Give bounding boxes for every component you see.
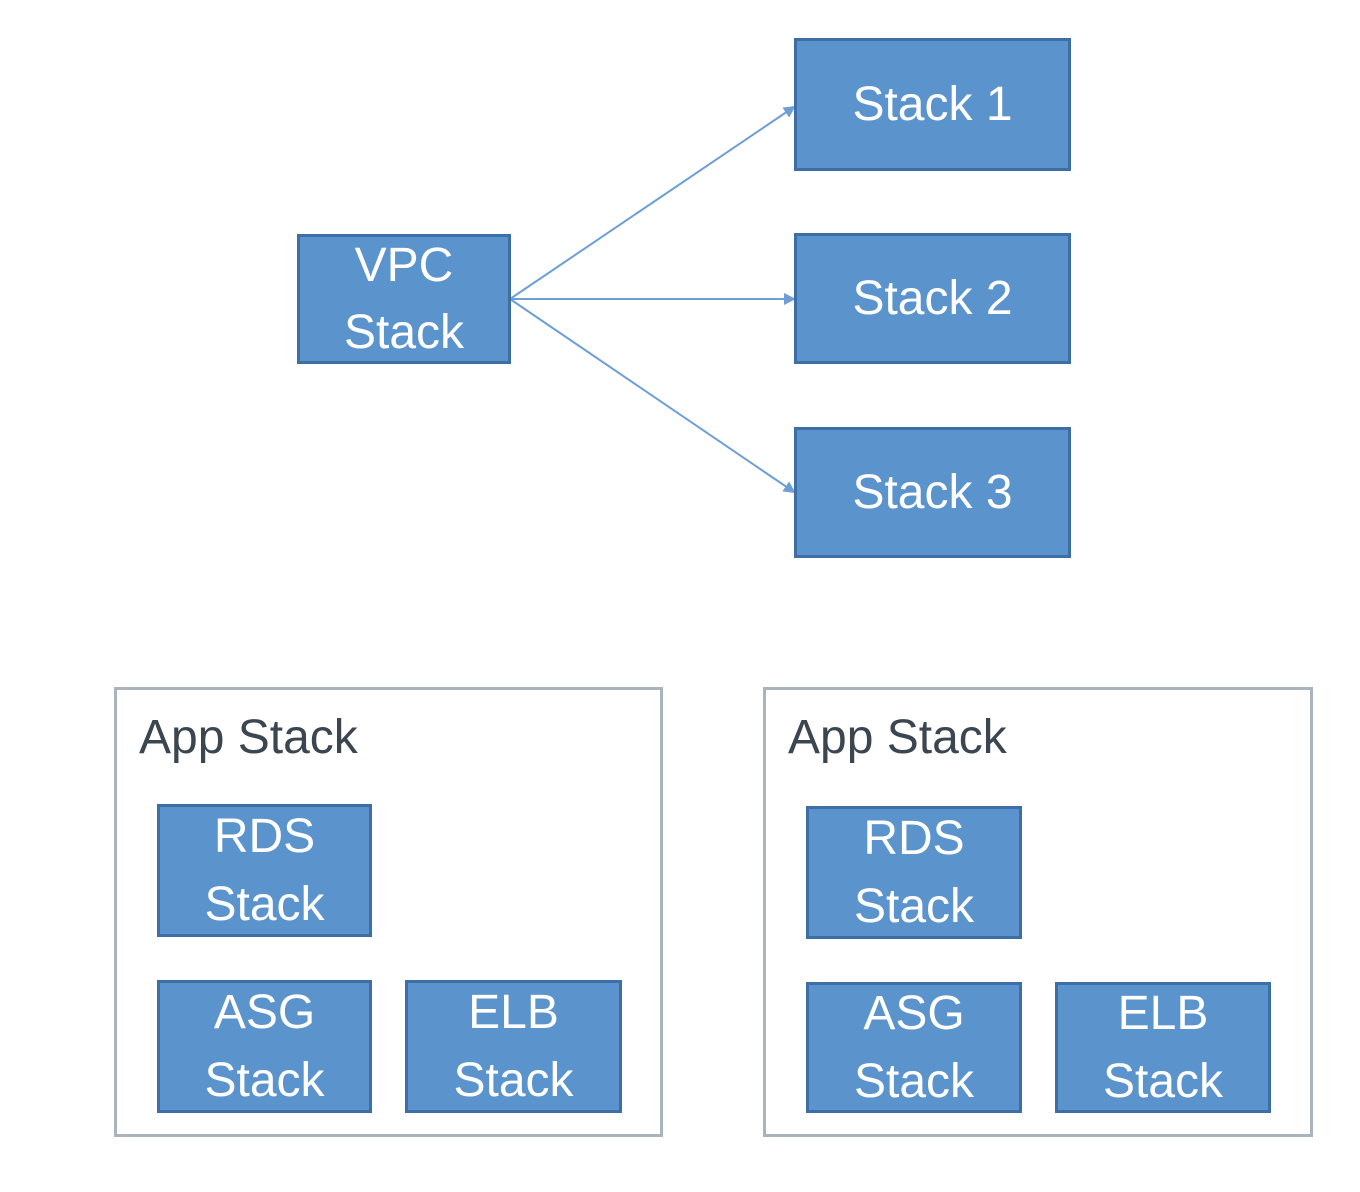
rds-stack-node-2: RDS Stack bbox=[806, 806, 1022, 939]
rds-stack-1-line2: Stack bbox=[204, 877, 325, 931]
arrow-vpc-to-stack-3 bbox=[509, 298, 796, 494]
vpc-stack-node: VPC Stack bbox=[297, 234, 511, 364]
elb-stack-2-line1: ELB bbox=[1117, 987, 1209, 1041]
stack-1-node: Stack 1 bbox=[794, 38, 1071, 171]
asg-stack-2-line2: Stack bbox=[853, 1054, 975, 1108]
stack-3-node: Stack 3 bbox=[794, 427, 1071, 558]
app-stack-title-1: App Stack bbox=[139, 711, 358, 764]
elb-stack-2-line2: Stack bbox=[1102, 1054, 1224, 1108]
rds-stack-2-line2: Stack bbox=[853, 879, 975, 933]
stack-2-label: Stack 2 bbox=[852, 271, 1013, 325]
stack-1-label: Stack 1 bbox=[852, 77, 1013, 131]
elb-stack-1-line2: Stack bbox=[453, 1053, 574, 1107]
asg-stack-1-line1: ASG bbox=[213, 986, 316, 1040]
rds-stack-2-line1: RDS bbox=[863, 812, 965, 866]
asg-stack-2-line1: ASG bbox=[863, 987, 965, 1041]
app-stack-title-2: App Stack bbox=[788, 711, 1007, 764]
vpc-stack-line1: VPC bbox=[354, 238, 454, 292]
rds-stack-1-line1: RDS bbox=[213, 810, 316, 864]
vpc-stack-line2: Stack bbox=[343, 306, 465, 359]
elb-stack-node-1: ELB Stack bbox=[405, 980, 622, 1113]
stack-2-node: Stack 2 bbox=[794, 233, 1071, 364]
arrow-vpc-to-stack-1 bbox=[509, 105, 796, 300]
asg-stack-node-2: ASG Stack bbox=[806, 982, 1022, 1113]
elb-stack-1-line1: ELB bbox=[468, 986, 559, 1040]
elb-stack-node-2: ELB Stack bbox=[1055, 982, 1271, 1113]
stack-3-label: Stack 3 bbox=[852, 465, 1013, 519]
rds-stack-node-1: RDS Stack bbox=[157, 804, 372, 937]
asg-stack-node-1: ASG Stack bbox=[157, 980, 372, 1113]
asg-stack-1-line2: Stack bbox=[204, 1053, 325, 1107]
